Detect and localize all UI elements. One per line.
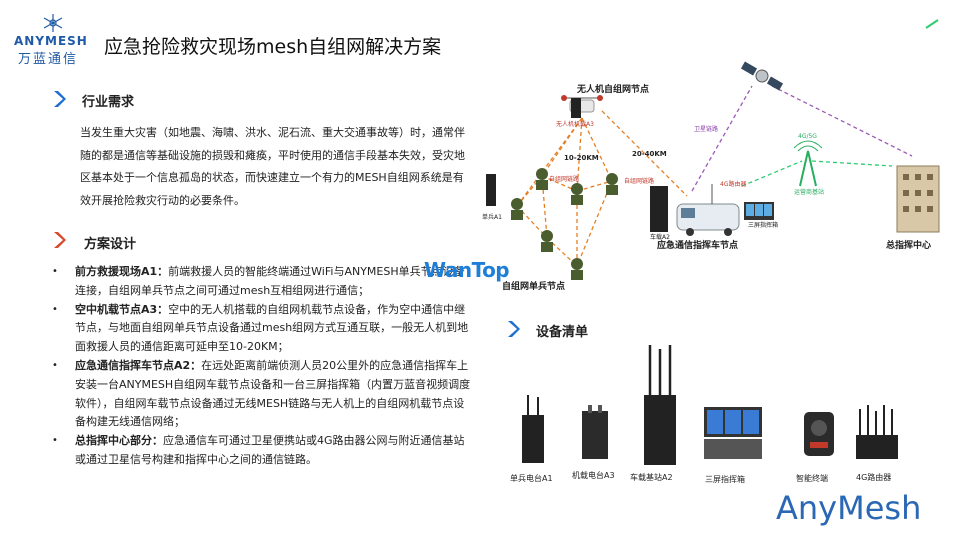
logo-mesh-icon: [43, 14, 63, 32]
bullet-text: 应急通信车可通过卫星便携站或4G路由器公网与附近通信基站或通过卫星信号构建和指挥…: [75, 434, 465, 466]
backhaul-links: [691, 85, 913, 192]
soldier-device-label: 单兵A1: [482, 213, 502, 221]
vehicle-device-label: 车载A2: [650, 233, 670, 241]
equipment-label: 单兵电台A1: [510, 474, 553, 483]
range-label-2: 20-40KM: [632, 150, 667, 158]
bullet-heading: 前方救援现场A1：: [75, 265, 169, 278]
network-diagram: 无人机自组网节点 无人机机载A3 10-20KM 20-40KM 自组网链路 自…: [482, 61, 940, 292]
wantop-watermark: WanTop: [424, 258, 510, 282]
corner-decoration-icon: [925, 19, 939, 29]
range-label-1: 10-20KM: [564, 154, 599, 162]
equipment-list: 单兵电台A1 机载电台A3 车载基站A2 三屏指挥箱 智能终端 4G路由器: [500, 340, 920, 500]
satellite-link-label: 卫星链路: [694, 125, 718, 133]
design-bullet-list: •前方救援现场A1：前端救援人员的智能终端通过WiFi与ANYMESH单兵节点设…: [52, 263, 472, 470]
logo-text-cn: 万蓝通信: [18, 52, 79, 67]
vehicle-node-label: 应急通信指挥车节点: [657, 239, 738, 251]
uav-node-label: 无人机自组网节点: [576, 83, 649, 95]
list-item: •应急通信指挥车节点A2：在远处距离前端侦测人员20公里外的应急通信指挥车上安装…: [52, 358, 471, 429]
soldier-node-label: 自组网单兵节点: [502, 280, 565, 292]
vehicle-base-station-icon: [644, 345, 676, 465]
manpack-radio-icon: [522, 395, 544, 463]
list-item: •空中机载节点A3：空中的无人机搭载的自组网机载节点设备，作为空中通信中继节点，…: [52, 302, 469, 354]
soldier-icons: [511, 168, 618, 280]
bullet-heading: 应急通信指挥车节点A2：: [75, 358, 202, 372]
tri-screen-box-icon: [704, 407, 762, 459]
bullet-text: 在远处距离前端侦测人员20公里外的应急通信指挥车上安装一台ANYMESH自组网车…: [75, 358, 471, 429]
list-item: •总指挥中心部分：应急通信车可通过卫星便携站或4G路由器公网与附近通信基站或通过…: [52, 434, 465, 466]
requirements-paragraph: 当发生重大灾害（如地震、海啸、洪水、泥石流、重大交通事故等）时，通常伴随的都是通…: [80, 126, 465, 207]
bullet-text: 空中的无人机搭载的自组网机载节点设备，作为空中通信中继节点，与地面自组网单兵节点…: [75, 302, 469, 354]
command-vehicle-icon: [676, 184, 740, 236]
uav-radio-icon: [571, 98, 581, 118]
smart-terminal-icon: [804, 412, 834, 456]
bullet-heading: 空中机载节点A3：: [75, 302, 169, 316]
soldier-radio-icon: [486, 174, 496, 206]
chevron-right-icon: [54, 232, 66, 248]
router-label: 4G路由器: [720, 180, 746, 188]
hq-label: 总指挥中心: [886, 239, 931, 251]
screen-box-label: 三屏指挥箱: [748, 221, 778, 229]
equipment-label: 机载电台A3: [572, 471, 615, 480]
list-item: •前方救援现场A1：前端救援人员的智能终端通过WiFi与ANYMESH单兵节点设…: [52, 265, 465, 297]
anymesh-brand-logo: AnyMesh: [776, 489, 922, 527]
section-title-design: 方案设计: [84, 237, 137, 252]
carrier-station-label: 运营商基站: [794, 188, 824, 196]
router-4g-icon: [856, 405, 898, 459]
vehicle-radio-icon: [650, 186, 668, 232]
mesh-link-label-1: 自组网链路: [549, 175, 579, 183]
section-title-requirements: 行业需求: [82, 95, 135, 110]
equipment-label: 三屏指挥箱: [705, 475, 745, 484]
equipment-label: 车载基站A2: [630, 473, 673, 482]
chevron-right-icon: [54, 91, 66, 107]
section-title-equipment: 设备清单: [536, 325, 589, 340]
bullet-text: 前端救援人员的智能终端通过WiFi与ANYMESH单兵节点设备连接，自组网单兵节…: [75, 265, 465, 297]
logo-text-en: ANYMESH: [14, 34, 88, 48]
uav-device-label: 无人机机载A3: [556, 120, 594, 128]
equipment-label: 4G路由器: [856, 473, 892, 482]
airborne-radio-icon: [582, 405, 608, 459]
page-title: 应急抢险救灾现场mesh自组网解决方案: [104, 36, 442, 58]
cellular-label: 4G/5G: [798, 133, 817, 140]
company-logo: ANYMESH 万蓝通信: [14, 10, 96, 67]
cell-tower-icon: [793, 140, 823, 187]
uav-icon: [561, 95, 603, 113]
equipment-label: 智能终端: [796, 474, 828, 483]
chevron-right-icon: [508, 321, 520, 337]
satellite-icon: [740, 61, 784, 91]
mesh-link-label-2: 自组网链路: [624, 177, 654, 185]
screen-box-icon: [744, 202, 774, 220]
hq-building-icon: [896, 165, 940, 233]
bullet-heading: 总指挥中心部分：: [75, 434, 163, 448]
